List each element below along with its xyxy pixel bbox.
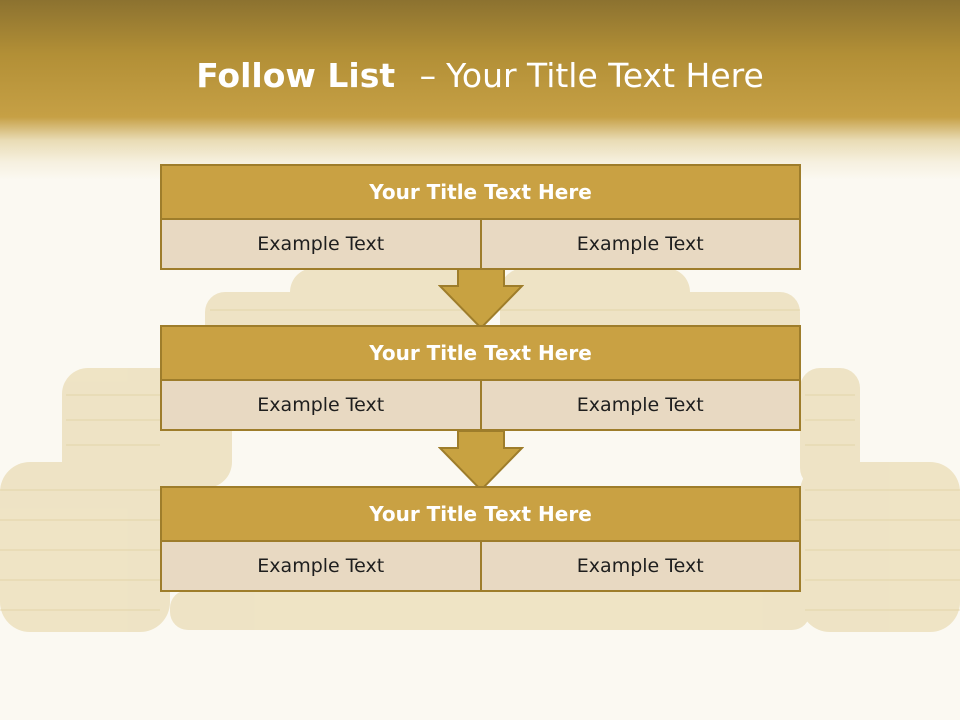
box-title: Your Title Text Here — [160, 164, 801, 220]
title-rest: Your Title Text Here — [446, 56, 764, 95]
box-cell-right: Example Text — [479, 220, 799, 268]
box-cell-left: Example Text — [162, 220, 480, 268]
list-box-3: Your Title Text Here Example Text Exampl… — [160, 486, 801, 592]
box-body: Example Text Example Text — [160, 220, 801, 270]
title-dash: – — [419, 56, 437, 95]
list-box-1: Your Title Text Here Example Text Exampl… — [160, 164, 801, 270]
box-title: Your Title Text Here — [160, 325, 801, 381]
down-arrow-icon — [438, 430, 524, 492]
box-cell-right: Example Text — [479, 542, 799, 590]
header-band — [0, 0, 960, 180]
box-body: Example Text Example Text — [160, 381, 801, 431]
box-title: Your Title Text Here — [160, 486, 801, 542]
title-bold: Follow List — [196, 56, 396, 95]
box-cell-left: Example Text — [162, 542, 480, 590]
list-box-2: Your Title Text Here Example Text Exampl… — [160, 325, 801, 431]
slide-title: Follow List –Your Title Text Here — [0, 52, 960, 100]
box-body: Example Text Example Text — [160, 542, 801, 592]
down-arrow-icon — [438, 268, 524, 330]
box-cell-left: Example Text — [162, 381, 480, 429]
box-cell-right: Example Text — [479, 381, 799, 429]
